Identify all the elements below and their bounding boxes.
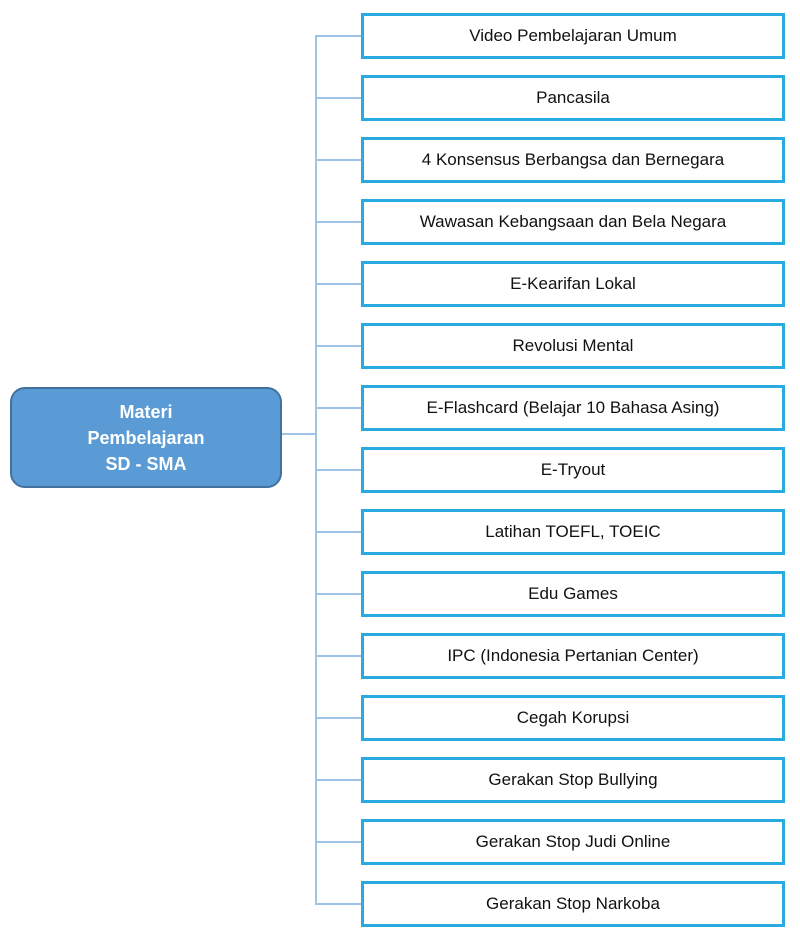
child-node-label: Cegah Korupsi <box>516 708 630 727</box>
child-node: Gerakan Stop Bullying <box>361 757 785 803</box>
child-node-label: Latihan TOEFL, TOEIC <box>485 522 661 541</box>
child-node: Video Pembelajaran Umum <box>361 13 785 59</box>
root-node: Materi Pembelajaran SD - SMA <box>10 387 282 488</box>
child-node: Latihan TOEFL, TOEIC <box>361 509 785 555</box>
child-node-label: Revolusi Mental <box>512 336 634 355</box>
child-node: Wawasan Kebangsaan dan Bela Negara <box>361 199 785 245</box>
child-node-label: Video Pembelajaran Umum <box>469 26 677 45</box>
child-node-label: Pancasila <box>536 88 610 107</box>
child-node-label: Wawasan Kebangsaan dan Bela Negara <box>419 212 727 231</box>
child-node-label: IPC (Indonesia Pertanian Center) <box>447 646 699 665</box>
child-node: Cegah Korupsi <box>361 695 785 741</box>
child-node-label: Gerakan Stop Bullying <box>488 770 658 789</box>
child-node-label: E-Tryout <box>540 460 606 479</box>
child-node: E-Kearifan Lokal <box>361 261 785 307</box>
child-node-label: E-Kearifan Lokal <box>510 274 636 293</box>
child-node-label: E-Flashcard (Belajar 10 Bahasa Asing) <box>426 398 720 417</box>
child-node: Revolusi Mental <box>361 323 785 369</box>
child-node-label: 4 Konsensus Berbangsa dan Bernegara <box>421 150 725 169</box>
child-node-label: Edu Games <box>528 584 618 603</box>
child-node: E-Tryout <box>361 447 785 493</box>
child-node: 4 Konsensus Berbangsa dan Bernegara <box>361 137 785 183</box>
child-node: Gerakan Stop Judi Online <box>361 819 785 865</box>
child-node: Pancasila <box>361 75 785 121</box>
child-node: Edu Games <box>361 571 785 617</box>
child-node-label: Gerakan Stop Narkoba <box>486 894 660 913</box>
root-node-label: Materi Pembelajaran SD - SMA <box>87 401 205 474</box>
child-node: E-Flashcard (Belajar 10 Bahasa Asing) <box>361 385 785 431</box>
child-node: Gerakan Stop Narkoba <box>361 881 785 927</box>
child-node: IPC (Indonesia Pertanian Center) <box>361 633 785 679</box>
child-node-label: Gerakan Stop Judi Online <box>475 832 671 851</box>
